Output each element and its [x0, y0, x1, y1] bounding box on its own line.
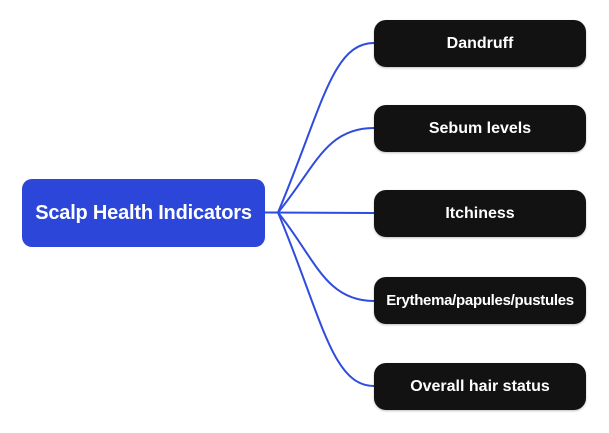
connector-line-itchiness [264, 211, 375, 214]
child-node-label: Erythema/papules/pustules [386, 292, 574, 309]
connector-line-erythema [264, 211, 375, 302]
child-node-label: Dandruff [446, 34, 514, 52]
child-node-sebum-levels[interactable]: Sebum levels [374, 105, 586, 152]
child-node-itchiness[interactable]: Itchiness [374, 190, 586, 237]
child-node-overall-hair-status[interactable]: Overall hair status [374, 363, 586, 410]
root-node[interactable]: Scalp Health Indicators [22, 179, 265, 247]
root-node-label: Scalp Health Indicators [35, 201, 252, 224]
child-node-dandruff[interactable]: Dandruff [374, 20, 586, 67]
child-node-label: Itchiness [445, 204, 515, 222]
child-node-label: Overall hair status [410, 377, 550, 395]
connector-line-dandruff [264, 42, 375, 214]
connector-line-sebum-levels [264, 127, 375, 214]
connector-line-overall-hair-status [264, 211, 375, 387]
child-node-erythema-papules-pustules[interactable]: Erythema/papules/pustules [374, 277, 586, 324]
child-node-label: Sebum levels [428, 119, 532, 137]
